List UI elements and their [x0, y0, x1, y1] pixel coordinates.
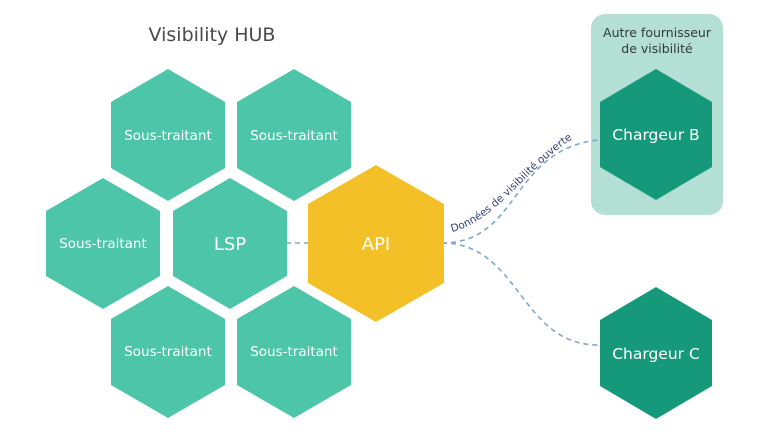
carrier-c-label: Chargeur C	[612, 345, 700, 363]
subcontractor-hexagon-top-left[interactable]	[111, 69, 225, 201]
api-to-carrier-b-connector	[441, 139, 599, 244]
other-provider-title-line1: Autre fournisseur	[603, 25, 712, 40]
subcontractor-label-top-right: Sous-traitant	[250, 128, 338, 144]
subcontractor-hexagon-top-right[interactable]	[237, 69, 351, 201]
lsp-label: LSP	[214, 234, 246, 255]
open-visibility-data-label: Données de visibilité ouverte	[449, 131, 574, 235]
subcontractor-label-bottom-left: Sous-traitant	[124, 344, 212, 360]
open-visibility-data-label-text: Données de visibilité ouverte	[449, 131, 574, 235]
subcontractor-hexagon-bottom-left[interactable]	[111, 286, 225, 418]
hub-title: Visibility HUB	[149, 24, 276, 46]
lsp-hexagon[interactable]	[173, 178, 287, 309]
api-label: API	[362, 234, 390, 255]
api-hexagon[interactable]	[308, 165, 444, 322]
carrier-b-label: Chargeur B	[612, 126, 699, 144]
carrier-c-hexagon[interactable]	[600, 287, 712, 419]
subcontractor-hexagon-bottom-right[interactable]	[237, 286, 351, 418]
subcontractor-hexagon-left[interactable]	[46, 178, 160, 309]
subcontractor-label-top-left: Sous-traitant	[124, 128, 212, 144]
subcontractor-label-left: Sous-traitant	[59, 236, 147, 252]
carrier-b-hexagon[interactable]	[600, 69, 712, 200]
subcontractor-label-bottom-right: Sous-traitant	[250, 344, 338, 360]
api-to-carrier-c-connector	[441, 242, 599, 346]
other-provider-title-line2: de visibilité	[621, 41, 693, 56]
